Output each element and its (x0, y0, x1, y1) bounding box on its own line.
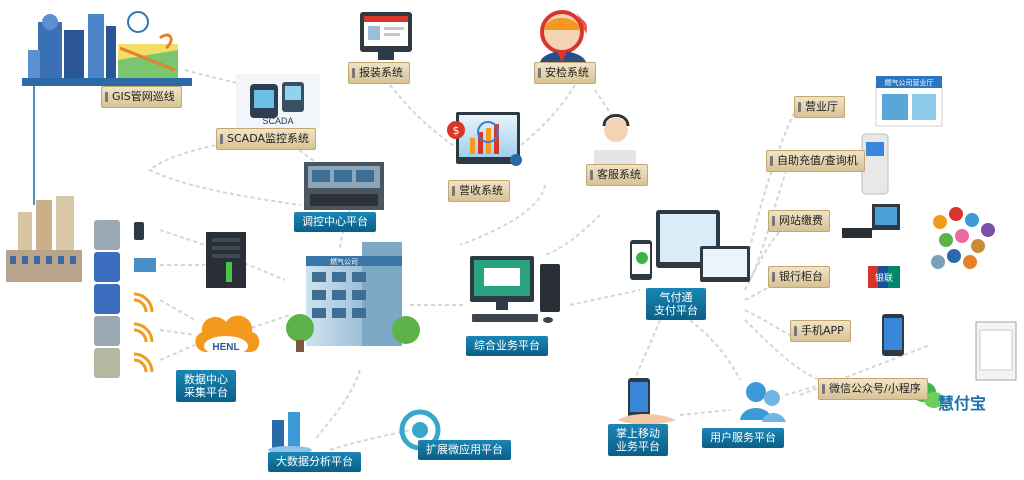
label-web: 网站缴费 (768, 210, 830, 232)
label-billing: 营收系统 (448, 180, 510, 202)
label-bank: 银行柜台 (768, 266, 830, 288)
safety-inspector-image (540, 10, 588, 62)
label-datacenter-line1: 数据中心 (184, 373, 228, 386)
business-hall-image: 燃气公司营业厅 (875, 76, 943, 127)
svg-text:$: $ (453, 124, 460, 137)
people-avatars-image (931, 207, 995, 269)
scada-device-image (236, 74, 320, 128)
label-datacenter: 数据中心 采集平台 (176, 370, 236, 402)
label-mobile-line2: 业务平台 (616, 440, 660, 453)
label-integrated: 综合业务平台 (466, 336, 548, 356)
label-gaspay-line2: 支付平台 (654, 304, 698, 317)
kiosk-image (861, 133, 889, 195)
huifubao-logo-text: 慧付宝 (938, 396, 987, 413)
label-wechat: 微信公众号/小程序 (818, 378, 928, 400)
phone-image (882, 314, 904, 356)
hq-building-image: 燃气公司 (286, 242, 420, 352)
label-bigdata: 大数据分析平台 (268, 452, 361, 472)
bigdata-icon (268, 412, 312, 454)
label-extend: 扩展微应用平台 (418, 440, 511, 460)
label-userservice: 用户服务平台 (702, 428, 784, 448)
unionpay-logo: 银联 (868, 266, 900, 288)
label-mobile-line1: 掌上移动 (616, 427, 660, 440)
gas-meters-image (94, 220, 156, 378)
label-install: 报装系统 (348, 62, 410, 84)
label-safety: 安检系统 (534, 62, 596, 84)
label-mobile: 掌上移动 业务平台 (608, 424, 668, 456)
billing-system-image: $ (447, 112, 522, 166)
user-service-icon (740, 382, 786, 422)
mobile-hand-image (618, 378, 676, 425)
workstation-image (470, 256, 560, 323)
label-kiosk: 自助充值/查询机 (766, 150, 865, 172)
label-gis: GIS管网巡线 (101, 86, 182, 108)
label-app: 手机APP (790, 320, 851, 342)
label-hall: 营业厅 (794, 96, 845, 118)
building-sign-text: 燃气公司 (330, 257, 358, 266)
label-gaspay-line1: 气付通 (659, 291, 693, 304)
label-service: 客服系统 (586, 164, 648, 186)
unionpay-text: 银联 (875, 272, 893, 284)
web-pc-image (842, 204, 900, 238)
server-rack-image (206, 232, 246, 288)
hall-sign-text: 燃气公司营业厅 (885, 78, 934, 87)
label-gaspay: 气付通 支付平台 (646, 288, 706, 320)
label-scada: SCADA监控系统 (216, 128, 316, 150)
label-dispatch: 调控中心平台 (294, 212, 376, 232)
logo-text: HENL (212, 342, 239, 353)
huifubao-terminal-image (975, 321, 1017, 381)
scada-word-text: SCADA (262, 116, 293, 126)
gaspay-devices-image (630, 210, 750, 282)
customer-service-image (594, 114, 636, 166)
gas-plant-image (22, 11, 192, 86)
label-datacenter-line2: 采集平台 (184, 386, 228, 399)
residential-buildings-image (6, 196, 82, 282)
install-system-image (360, 12, 412, 60)
cloud-logo: HENL (195, 315, 260, 356)
control-room-image (304, 162, 384, 210)
